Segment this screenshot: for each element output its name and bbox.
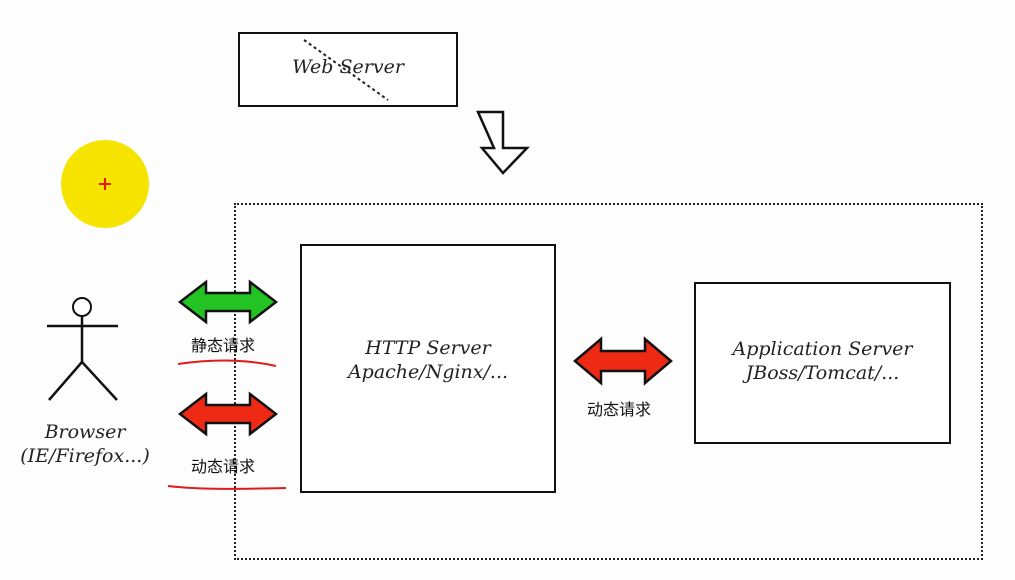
static-request-label: 静态请求 bbox=[191, 336, 256, 355]
web-server-label: Web Server bbox=[292, 56, 404, 78]
web-server-region bbox=[234, 203, 983, 560]
web-server-box: Web Server bbox=[238, 32, 458, 107]
http-server-box: HTTP Server Apache/Nginx/... bbox=[300, 244, 556, 493]
app-server-title: Application Server bbox=[732, 338, 913, 360]
dynamic-request-arrow-right-icon bbox=[573, 336, 673, 386]
dynamic-request-label-left: 动态请求 bbox=[191, 457, 256, 476]
app-server-subtitle: JBoss/Tomcat/... bbox=[745, 362, 900, 384]
http-server-subtitle: Apache/Nginx/... bbox=[347, 361, 509, 383]
browser-sublabel: (IE/Firefox...) bbox=[20, 445, 150, 467]
static-request-arrow-icon bbox=[177, 279, 279, 325]
dynamic-request-underline bbox=[167, 485, 287, 490]
app-server-box: Application Server JBoss/Tomcat/... bbox=[694, 282, 951, 444]
http-server-title: HTTP Server bbox=[365, 337, 491, 359]
browser-label: Browser bbox=[44, 421, 126, 443]
dynamic-request-arrow-left-icon bbox=[177, 391, 279, 437]
static-request-underline bbox=[177, 359, 277, 367]
dynamic-request-label-right: 动态请求 bbox=[587, 400, 652, 419]
